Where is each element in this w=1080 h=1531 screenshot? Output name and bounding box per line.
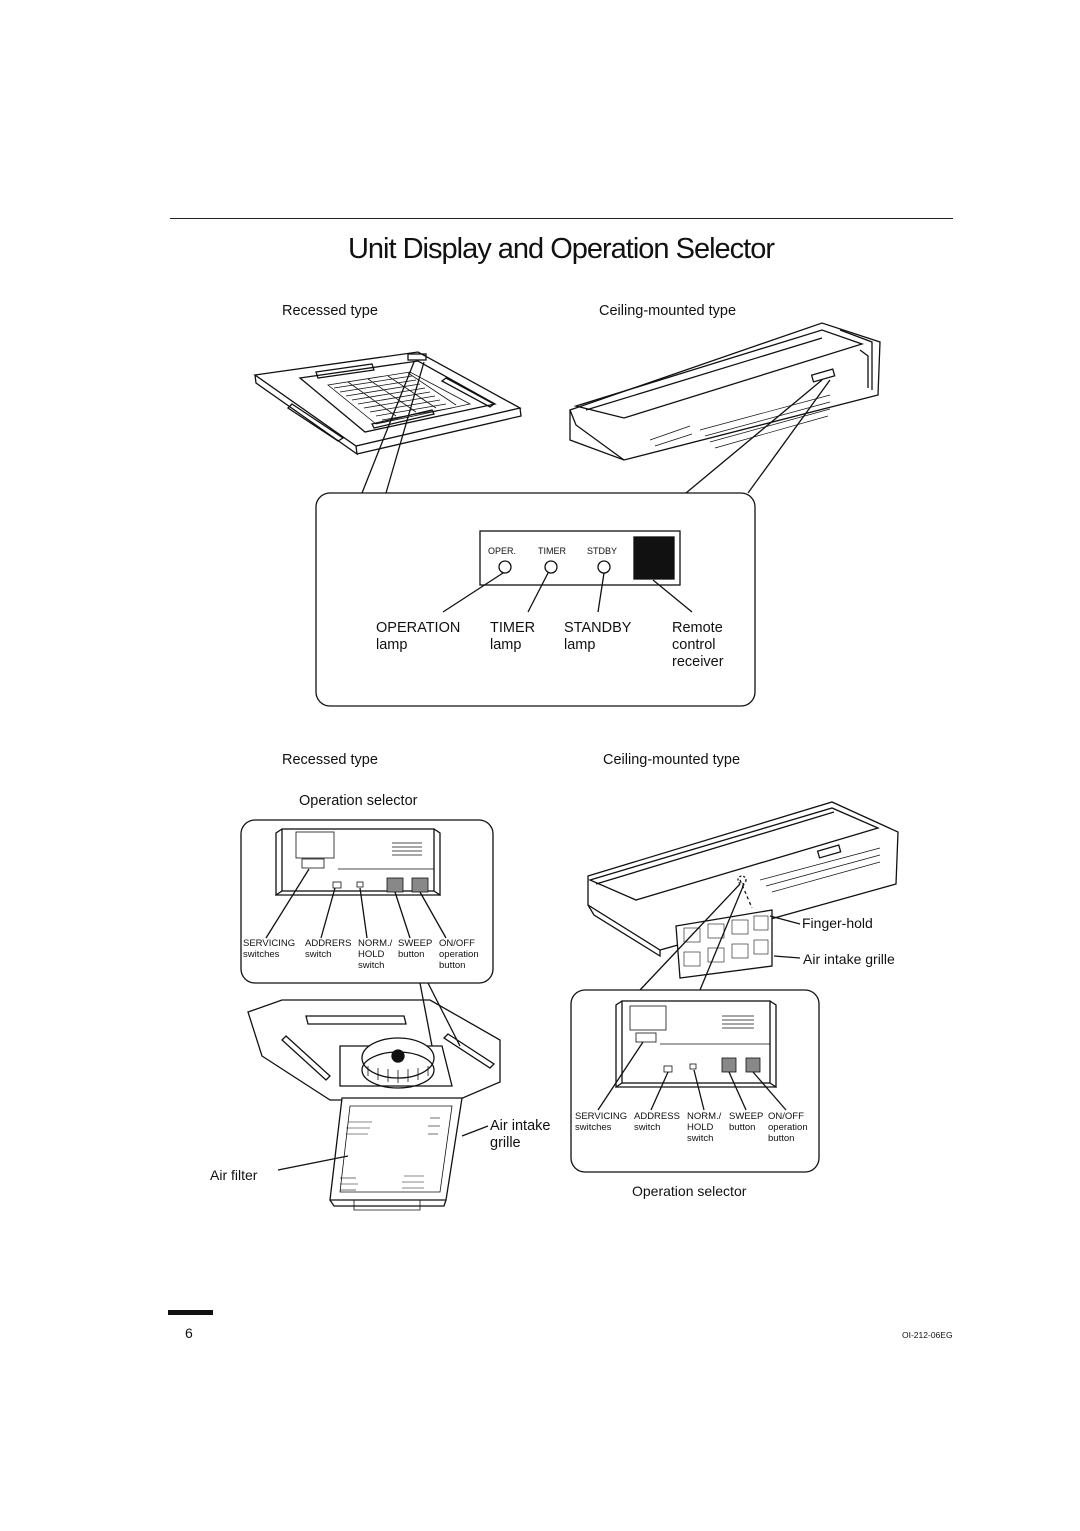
left-address-switch-label: ADDRERS switch xyxy=(305,938,352,960)
ceiling-type-label: Ceiling-mounted type xyxy=(599,303,737,319)
remote-receiver-callout: Remote control receiver xyxy=(672,620,724,670)
air-intake-grille-label-left: Air intake grille xyxy=(490,1118,551,1151)
timer-lamp-callout: TIMER lamp xyxy=(490,620,536,653)
recessed-type-label: Recessed type xyxy=(282,303,378,319)
left-selector-box xyxy=(240,819,494,984)
panel-label-stdby: STDBY xyxy=(587,546,618,556)
page-number: 6 xyxy=(185,1325,193,1341)
top-rule xyxy=(170,218,953,219)
footer-bar xyxy=(168,1310,213,1315)
air-intake-grille-label-right: Air intake grille xyxy=(803,951,895,967)
operation-selector-caption: Operation selector xyxy=(632,1183,747,1199)
right-selector-box xyxy=(570,989,820,1173)
display-panel xyxy=(479,530,681,586)
right-sweep-button-label: SWEEP button xyxy=(729,1111,764,1133)
air-filter-label: Air filter xyxy=(210,1167,258,1183)
left-onoff-button-label: ON/OFF operation button xyxy=(439,938,479,971)
ceiling-type-label-2: Ceiling-mounted type xyxy=(603,752,741,768)
ceiling-unit-illustration xyxy=(569,322,881,461)
finger-hold-label: Finger-hold xyxy=(802,915,873,931)
panel-label-oper: OPER. xyxy=(488,546,517,556)
operation-selector-label: Operation selector xyxy=(299,793,418,809)
left-norm-hold-switch-label: NORM./ HOLD switch xyxy=(358,938,393,971)
right-servicing-switches-label: SERVICING switches xyxy=(575,1111,628,1133)
operation-lamp-callout: OPERATION lamp xyxy=(376,620,461,653)
right-onoff-button-label: ON/OFF operation button xyxy=(768,1111,808,1144)
panel-label-timer: TIMER xyxy=(538,546,566,556)
page-title: Unit Display and Operation Selector xyxy=(347,233,775,265)
recessed-type-label-2: Recessed type xyxy=(282,752,378,768)
standby-lamp-callout: STANDBY lamp xyxy=(564,620,632,653)
left-sweep-button-label: SWEEP button xyxy=(398,938,433,960)
display-callout-box xyxy=(315,492,756,707)
recessed-unit-illustration xyxy=(253,351,522,456)
right-address-switch-label: ADDRESS switch xyxy=(634,1111,680,1133)
remote-receiver-window xyxy=(633,536,675,580)
recessed-open-grille-illustration xyxy=(247,999,501,1211)
right-norm-hold-switch-label: NORM./ HOLD switch xyxy=(687,1111,722,1144)
document-code: OI-212-06EG xyxy=(902,1330,953,1340)
left-servicing-switches-label: SERVICING switches xyxy=(243,938,296,960)
